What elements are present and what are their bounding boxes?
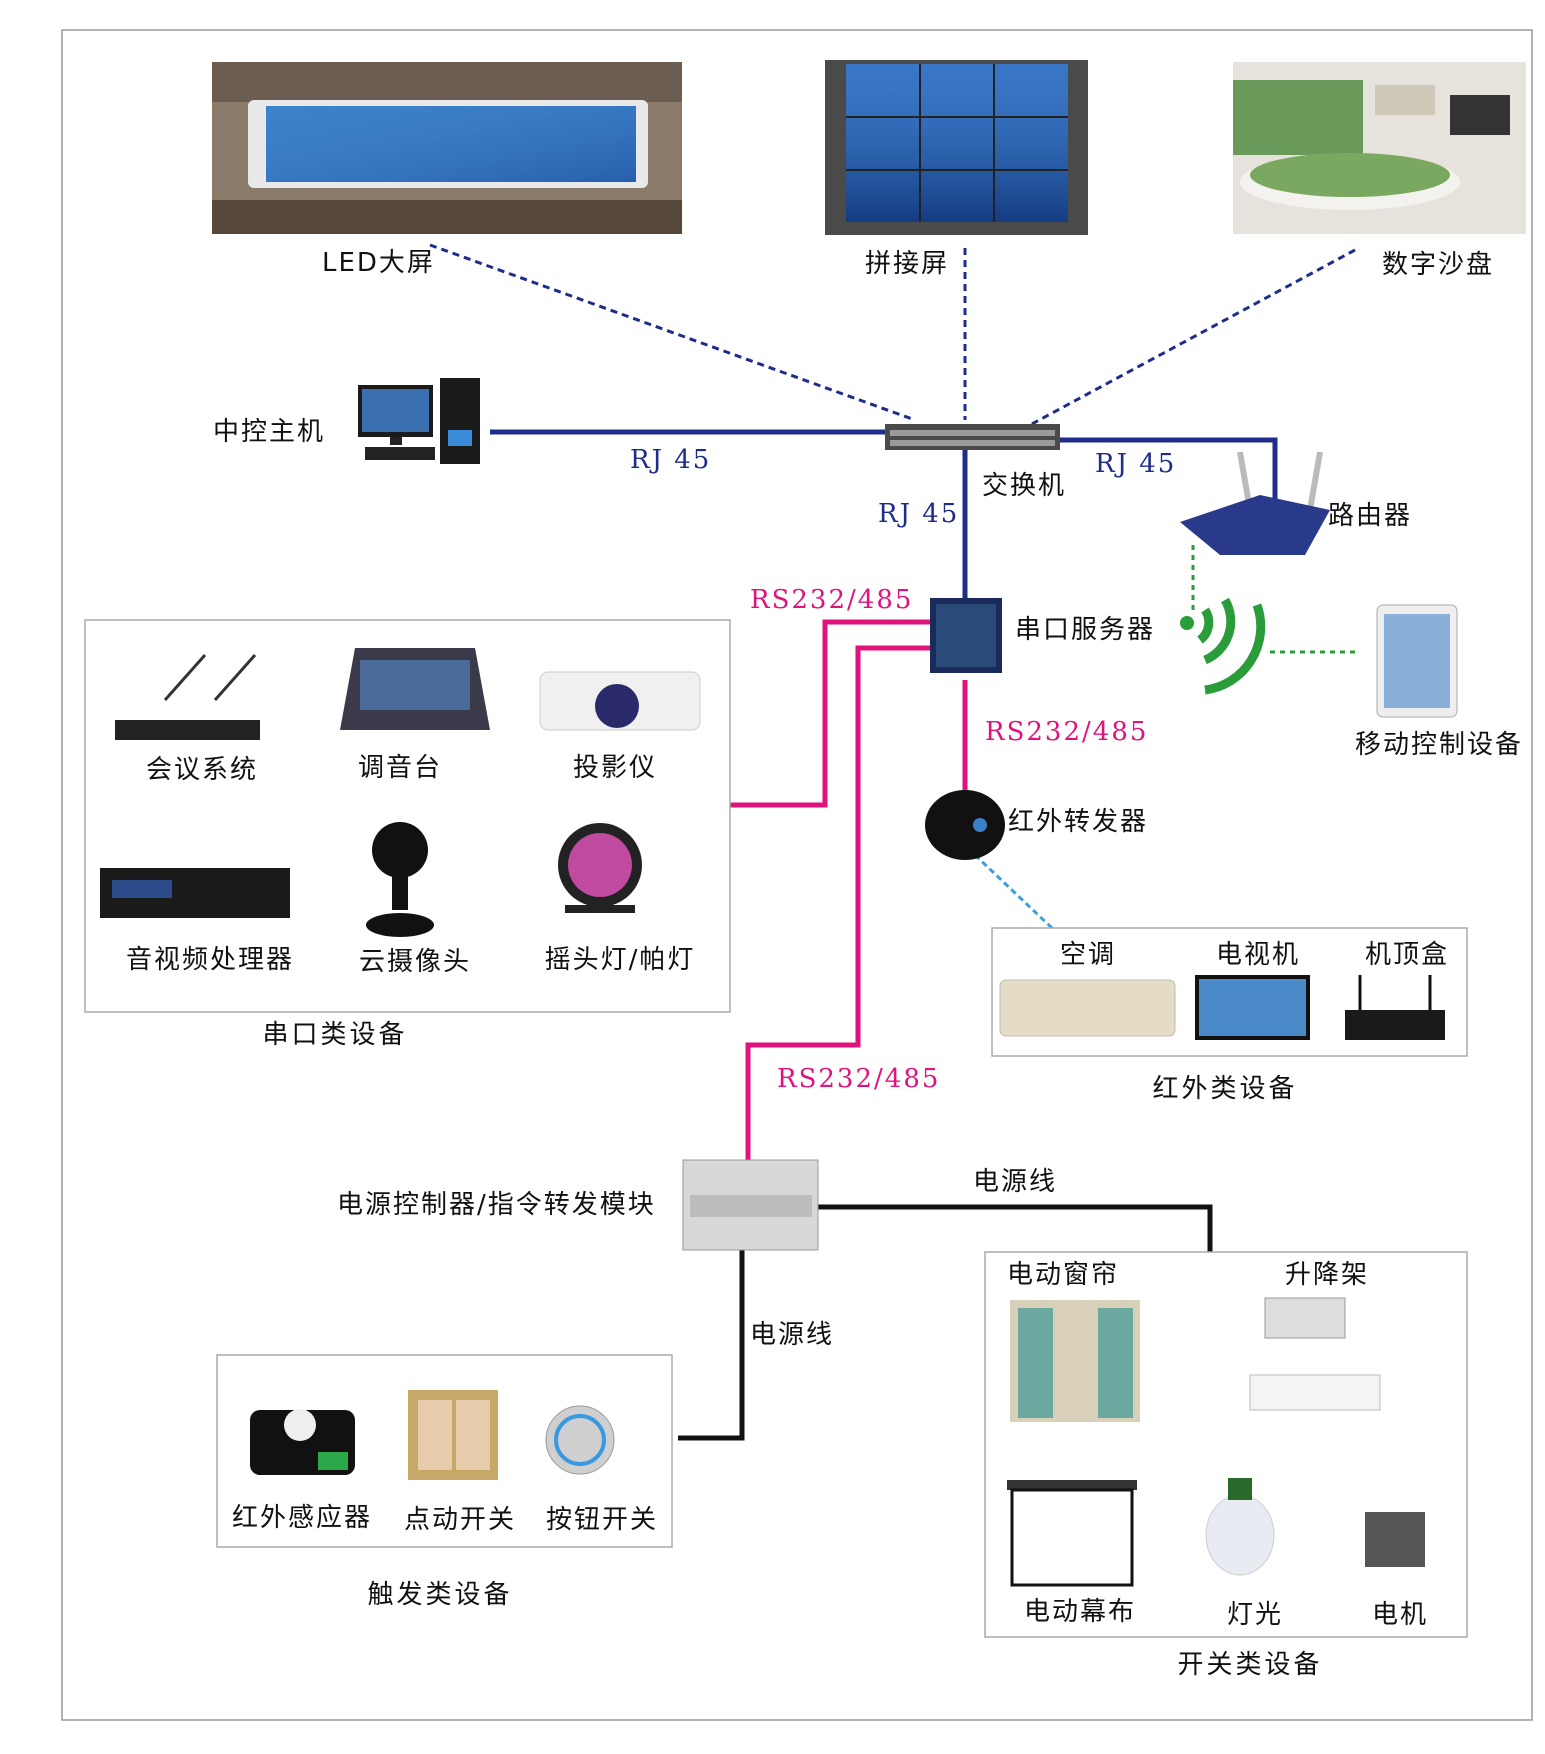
label-rs-top: RS232/485	[750, 585, 913, 615]
label-tv: 电视机	[1216, 940, 1300, 970]
wifi-icon	[1180, 597, 1266, 695]
label-switch: 交换机	[982, 471, 1066, 501]
av-processor-icon	[100, 868, 290, 918]
bulb-icon	[1205, 1478, 1275, 1576]
rs-power-module	[745, 645, 930, 1165]
splice-screen-image	[825, 60, 1088, 235]
switch-icon	[885, 424, 1060, 450]
host-computer-icon	[358, 378, 480, 464]
lift-frame-icon	[1249, 1297, 1381, 1411]
label-projector: 投影仪	[573, 753, 657, 783]
wifi-links	[1191, 545, 1360, 654]
ir-forwarder-icon	[925, 790, 1005, 860]
label-mixer: 调音台	[358, 753, 442, 783]
button-switch-icon	[545, 1405, 615, 1475]
conference-mic-icon	[115, 654, 260, 740]
label-lift: 升降架	[1285, 1260, 1369, 1290]
ir-group-box	[991, 927, 1468, 1057]
serial-links	[730, 619, 968, 1165]
switch-group-box	[984, 1251, 1468, 1638]
motor-icon	[1365, 1512, 1425, 1567]
label-rj45-host: RJ 45	[630, 445, 711, 475]
label-router: 路由器	[1328, 501, 1412, 531]
curtain-icon	[1010, 1300, 1140, 1422]
tablet-icon	[1376, 604, 1458, 718]
label-rs-power: RS232/485	[777, 1064, 940, 1094]
label-moving-light: 摇头灯/帕灯	[545, 945, 696, 975]
link-sandtable	[1029, 248, 1356, 427]
label-power-line-right: 电源线	[973, 1167, 1057, 1197]
label-sandtable: 数字沙盘	[1382, 250, 1494, 280]
serial-server-icon	[930, 598, 1002, 673]
ptz-camera-icon	[366, 822, 434, 937]
label-led: LED大屏	[322, 248, 435, 278]
label-button-switch: 按钮开关	[546, 1505, 658, 1535]
label-rj45-down: RJ 45	[878, 499, 959, 529]
switch-group-title: 开关类设备	[1177, 1650, 1322, 1680]
outer-frame	[61, 29, 1533, 1721]
label-push-switch: 点动开关	[404, 1505, 516, 1535]
ir-group-title: 红外类设备	[1152, 1074, 1297, 1104]
projection-screen-icon	[1007, 1480, 1137, 1587]
power-right	[818, 1204, 1213, 1252]
air-conditioner-icon	[999, 979, 1176, 1037]
ethernet-links	[490, 429, 1278, 600]
power-links	[678, 1204, 1213, 1441]
label-rs-ir: RS232/485	[985, 717, 1148, 747]
label-ac: 空调	[1060, 940, 1116, 970]
label-ir-sensor: 红外感应器	[232, 1503, 372, 1533]
label-camera: 云摄像头	[359, 947, 471, 977]
projector-icon	[539, 671, 701, 731]
label-motor: 电机	[1372, 1600, 1428, 1630]
moving-head-light-icon	[558, 823, 642, 913]
led-screen-image	[212, 62, 682, 234]
label-stb: 机顶盒	[1365, 940, 1449, 970]
sandtable-image	[1233, 62, 1526, 234]
serial-group-title: 串口类设备	[262, 1020, 407, 1050]
mixer-icon	[340, 648, 490, 730]
label-power-module: 电源控制器/指令转发模块	[337, 1190, 656, 1220]
label-mobile: 移动控制设备	[1355, 730, 1523, 760]
dashed-display-links	[429, 243, 1356, 427]
ir-link	[973, 853, 1054, 930]
push-switch-icon	[408, 1390, 498, 1480]
label-av-processor: 音视频处理器	[126, 945, 294, 975]
ir-sensor-icon	[250, 1409, 355, 1475]
label-light: 灯光	[1227, 1600, 1283, 1630]
label-ir-forwarder: 红外转发器	[1008, 807, 1148, 837]
set-top-box-icon	[1345, 975, 1445, 1040]
label-serial-server: 串口服务器	[1015, 615, 1155, 645]
label-power-line-down: 电源线	[750, 1320, 834, 1350]
link-led	[429, 243, 916, 422]
tv-icon	[1195, 975, 1310, 1040]
trigger-group-title: 触发类设备	[367, 1580, 512, 1610]
power-module-icon	[682, 1159, 819, 1251]
power-down	[678, 1250, 745, 1441]
eth-router	[1060, 437, 1278, 500]
label-rj45-router: RJ 45	[1095, 449, 1176, 479]
label-curtain: 电动窗帘	[1007, 1260, 1119, 1290]
label-proj-screen: 电动幕布	[1024, 1597, 1136, 1627]
trigger-group-box	[216, 1354, 673, 1548]
label-splice: 拼接屏	[865, 249, 949, 279]
rs-serial-group	[730, 619, 930, 808]
label-conference: 会议系统	[146, 755, 258, 785]
serial-group-box	[84, 619, 731, 1013]
label-host: 中控主机	[213, 417, 325, 447]
router-icon	[1180, 451, 1330, 555]
